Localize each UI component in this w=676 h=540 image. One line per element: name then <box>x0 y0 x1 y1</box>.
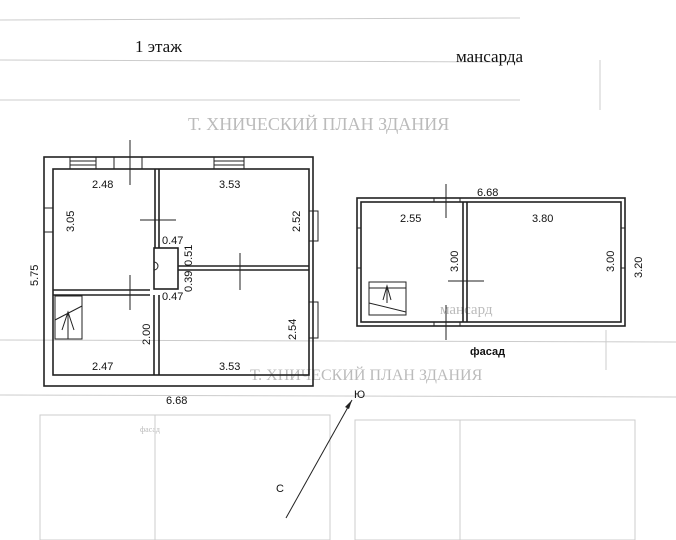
background-header: Т. ХНИЧЕСКИЙ ПЛАН ЗДАНИЯ <box>188 114 449 134</box>
dim-chimney-gap: 0.39 <box>183 271 195 292</box>
dim-room-br-depth: 2.54 <box>287 319 299 340</box>
dim-chimney-bottom: 0.47 <box>162 291 183 303</box>
dim-attic-room-r-width: 3.80 <box>532 213 553 225</box>
floor1-plan: 2.48 3.53 3.05 2.52 0.47 0.51 0.39 0.47 … <box>29 140 319 407</box>
dim-attic-width: 6.68 <box>477 187 498 199</box>
attic-plan: 6.68 2.55 3.80 3.00 3.00 3.20 фасад <box>356 184 645 358</box>
compass-arrow: Ю С <box>276 389 365 519</box>
dim-room-tl-depth: 3.05 <box>65 211 77 232</box>
dim-room-tr-width: 3.53 <box>219 179 240 191</box>
dim-chimney-top: 0.47 <box>162 235 183 247</box>
compass-north-label: С <box>276 483 284 495</box>
dim-room-bl-width: 2.47 <box>92 361 113 373</box>
dim-attic-room-r-depth: 3.00 <box>605 251 617 272</box>
background-header-2: Т. ХНИЧЕСКИЙ ПЛАН ЗДАНИЯ <box>250 365 483 384</box>
floor1-title: 1 этаж <box>135 37 182 56</box>
dim-attic-depth: 3.20 <box>633 257 645 278</box>
dim-room-br-width: 3.53 <box>219 361 240 373</box>
dim-room-tr-depth: 2.52 <box>291 211 303 232</box>
dim-floor1-depth: 5.75 <box>29 265 41 286</box>
background-facade-label: фасад <box>140 425 160 434</box>
dim-room-tl-width: 2.48 <box>92 179 113 191</box>
dim-attic-room-l-width: 2.55 <box>400 213 421 225</box>
dim-floor1-width: 6.68 <box>166 395 187 407</box>
attic-facade-label: фасад <box>470 346 505 358</box>
attic-title: мансарда <box>456 47 524 66</box>
dim-room-bl-depth: 2.00 <box>141 324 153 345</box>
dim-attic-room-l-depth: 3.00 <box>449 251 461 272</box>
compass-south-label: Ю <box>354 389 365 401</box>
dim-chimney-side: 0.51 <box>183 245 195 266</box>
background-scan: Т. ХНИЧЕСКИЙ ПЛАН ЗДАНИЯ мансард Т. ХНИЧ… <box>0 17 676 540</box>
